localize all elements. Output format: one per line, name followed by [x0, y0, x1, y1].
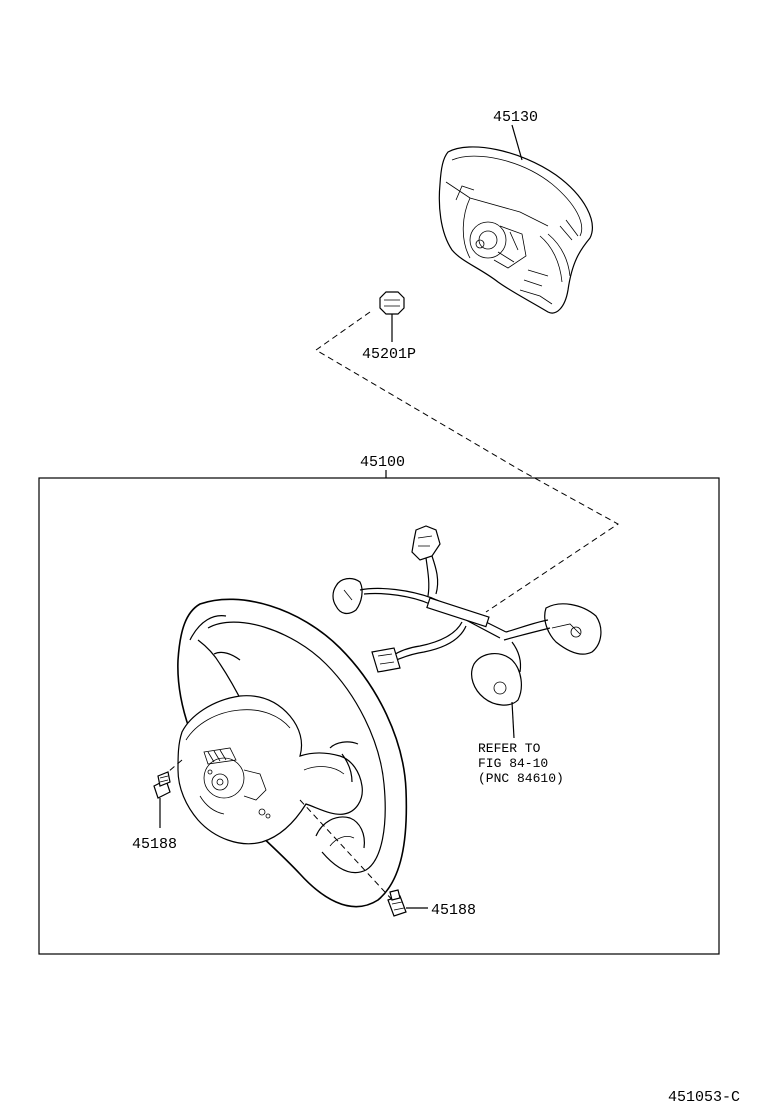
steering-wheel-illustration — [167, 598, 408, 908]
dashed-reference-line — [315, 311, 619, 613]
assembly-frame — [38, 477, 720, 955]
bolt-left-illustration — [153, 771, 171, 828]
figure-code: 451053-C — [668, 1089, 740, 1106]
leader-line-45130 — [511, 124, 523, 161]
leader-line-note — [511, 701, 515, 739]
nut-illustration — [379, 291, 405, 342]
horn-switch-harness-illustration — [332, 525, 602, 739]
part-label-45188-left: 45188 — [132, 836, 177, 853]
bolt-bottom-illustration — [387, 889, 428, 917]
part-label-45201p: 45201P — [362, 346, 416, 363]
part-label-45130: 45130 — [493, 109, 538, 126]
part-label-45188-bottom: 45188 — [431, 902, 476, 919]
note-line-3: (PNC 84610) — [478, 771, 564, 786]
part-label-45100: 45100 — [360, 454, 405, 471]
steering-pad-illustration — [438, 124, 593, 314]
note-line-2: FIG 84-10 — [478, 756, 548, 771]
note-line-1: REFER TO — [478, 741, 541, 756]
